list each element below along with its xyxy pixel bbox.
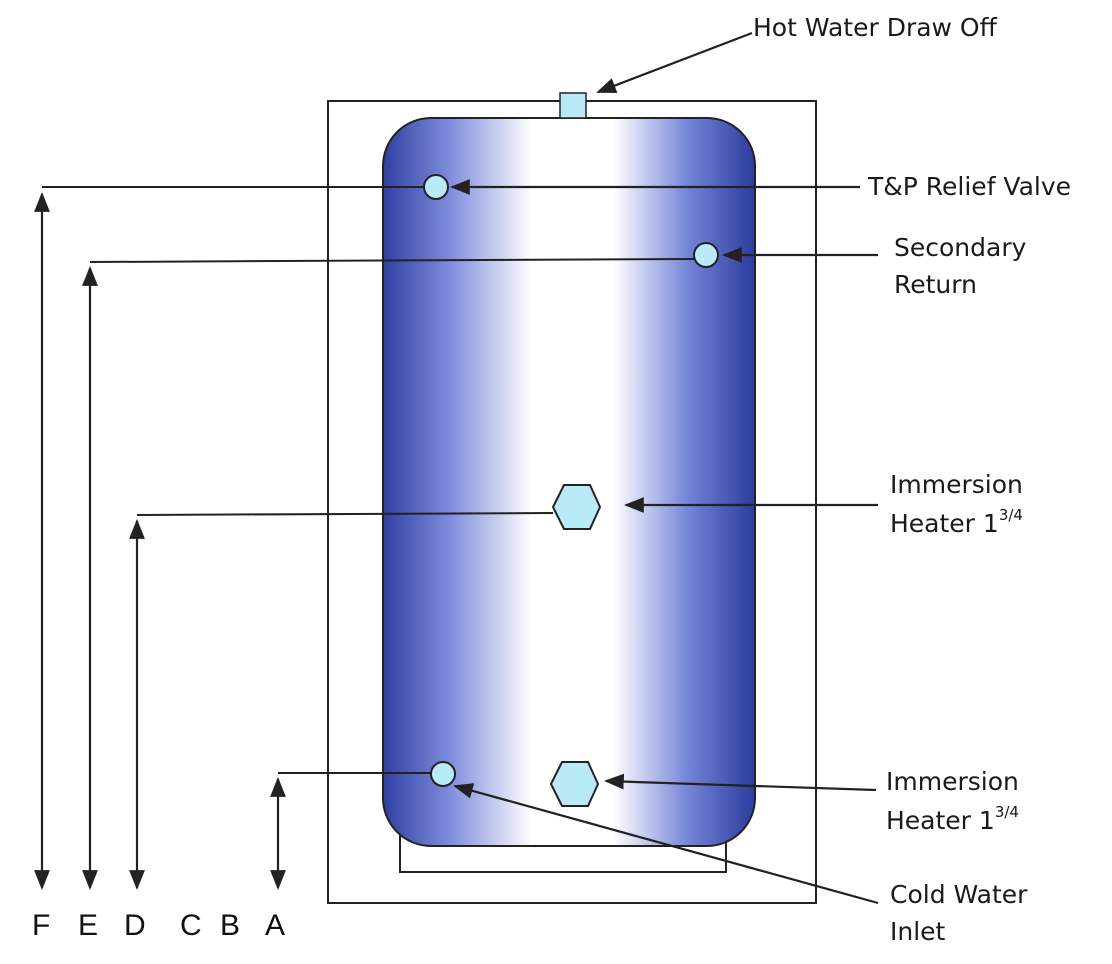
- secondary-return-label-line2: Return: [894, 270, 977, 299]
- dimension-letter-c: C: [180, 909, 202, 942]
- hot-water-draw-off-label: Hot Water Draw Off: [753, 13, 998, 42]
- immersion-heater-lower-connection: [549, 761, 600, 807]
- immersion-lower-pointer-arrow: [604, 773, 877, 792]
- immersion-heater-upper-label-text: Heater 1: [890, 509, 999, 538]
- dimension-letter-a: A: [265, 909, 285, 942]
- immersion-heater-lower-label-line1: Immersion: [886, 767, 1019, 796]
- immersion-heater-upper-label-sup: 3/4: [999, 506, 1023, 524]
- tp-relief-valve-connection: [423, 174, 449, 200]
- tp-relief-valve-label: T&P Relief Valve: [867, 172, 1071, 201]
- immersion-heater-lower-label-sup: 3/4: [995, 803, 1019, 821]
- immersion-heater-upper-label-line2: Heater 13/4: [890, 506, 1023, 538]
- dimension-letter-b: B: [220, 909, 240, 942]
- cold-water-inlet-label-line2: Inlet: [890, 917, 946, 946]
- secondary-return-connection: [693, 242, 719, 268]
- immersion-heater-upper-connection: [551, 484, 602, 530]
- immersion-heater-upper-label-line1: Immersion: [890, 470, 1023, 499]
- cold-water-inlet-label-line1: Cold Water: [890, 880, 1028, 909]
- secondary-return-label-line1: Secondary: [894, 233, 1027, 262]
- cold-water-pointer-arrow: [453, 783, 879, 905]
- cold-water-inlet-connection: [430, 761, 456, 787]
- dimension-line-d: [136, 512, 554, 516]
- immersion-heater-lower-label-text: Heater 1: [886, 806, 995, 835]
- hot-water-pointer-arrow: [596, 31, 753, 94]
- dimension-letter-f: F: [32, 909, 50, 942]
- dimension-line-e: [89, 258, 695, 263]
- dimension-letter-d: D: [124, 909, 146, 942]
- tank-body: [382, 117, 756, 847]
- hot-water-draw-off-pipe: [559, 92, 587, 119]
- dimension-letter-e: E: [78, 909, 98, 942]
- immersion-heater-lower-label-line2: Heater 13/4: [886, 803, 1019, 835]
